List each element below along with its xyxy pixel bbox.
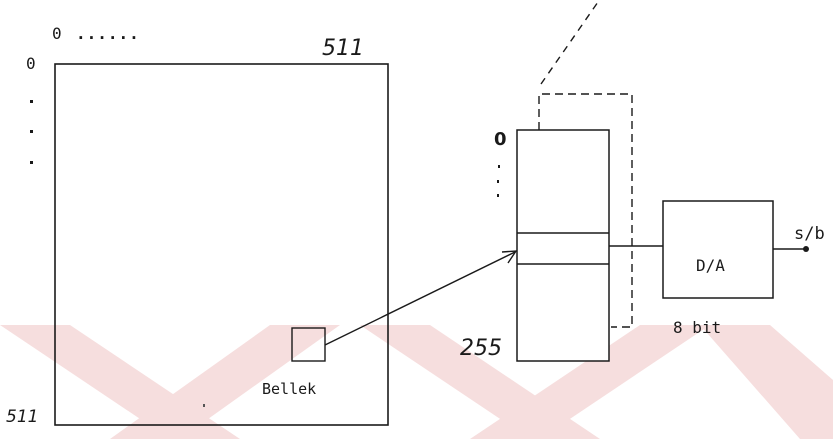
- watermark: [0, 325, 833, 439]
- column-end-label: 511: [322, 36, 364, 61]
- row-end-label: 511: [6, 407, 39, 427]
- output-label: s/b: [794, 224, 825, 244]
- lut-bottom-label: 255: [460, 336, 502, 361]
- row-dots: [30, 100, 33, 164]
- column-dots: ......: [76, 24, 140, 43]
- memory-cell-label: Bellek: [262, 380, 317, 398]
- lut-top-label: 0: [494, 129, 507, 150]
- lookup-arrow: [324, 251, 516, 346]
- dac-box: [662, 200, 774, 299]
- output-terminal: [803, 246, 809, 252]
- dac-label: D/A: [696, 256, 725, 275]
- dashed-pointer: [540, 1, 599, 85]
- row-start-label: 0: [26, 54, 36, 73]
- lookup-table: [516, 129, 610, 362]
- dac-bits-label: 8 bit: [673, 318, 722, 337]
- lut-dots: [497, 165, 500, 197]
- column-start-label: 0: [52, 24, 62, 43]
- lookup-arrowhead: [501, 250, 518, 264]
- stray-mark: [203, 404, 205, 407]
- lut-back-table: [538, 93, 633, 328]
- image-memory-frame: [54, 63, 389, 426]
